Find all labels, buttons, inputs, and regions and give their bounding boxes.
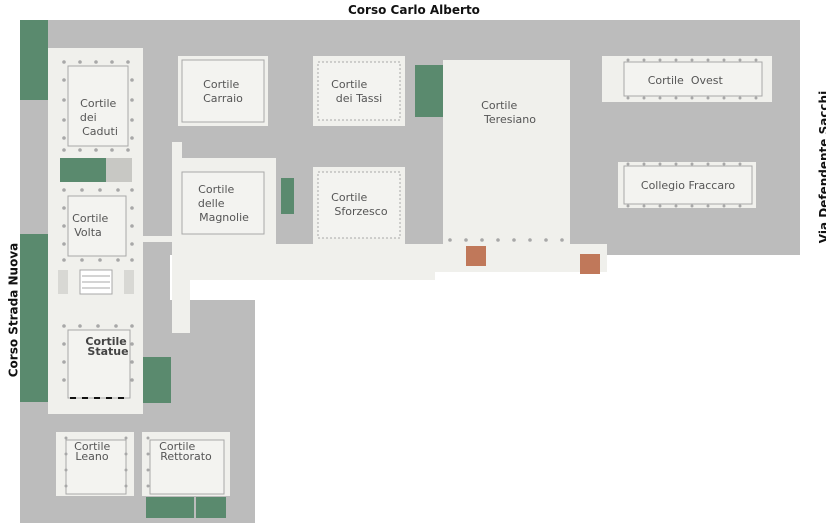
label-cortile-magnolie: Cortile delle Magnolie xyxy=(198,183,249,224)
street-label-corso-carlo-alberto: Corso Carlo Alberto xyxy=(348,3,480,17)
entrance-marker xyxy=(466,246,486,266)
courtyard-outlines xyxy=(65,59,763,495)
label-cortile-volta: Cortile Volta xyxy=(72,212,112,239)
label-cortile-sforzesco: Cortile Sforzesco xyxy=(331,191,388,218)
label-cortile-leano: Cortile Leano xyxy=(74,440,114,463)
label-cortile-carraio: Cortile Carraio xyxy=(203,78,243,105)
label-cortile-tassi: Cortile dei Tassi xyxy=(331,78,382,105)
green-areas xyxy=(20,20,443,518)
label-cortile-teresiano: Cortile Teresiano xyxy=(481,99,536,126)
staircase xyxy=(58,269,134,295)
label-cortile-caduti: Cortile dei Caduti xyxy=(80,97,120,138)
label-cortile-ovest: Cortile Ovest xyxy=(0,0,740,87)
label-cortile-rettorato: Cortile Rettorato xyxy=(159,440,212,463)
entrance-marker xyxy=(580,254,600,274)
courtyard-labels: Cortile dei Caduti Cortile Carraio Corti… xyxy=(0,0,740,463)
entrance-markers xyxy=(466,246,600,274)
label-collegio-fraccaro: Collegio Fraccaro xyxy=(641,179,735,192)
label-cortile-statue: Cortile Statue xyxy=(85,335,130,358)
column-dots xyxy=(62,58,758,488)
